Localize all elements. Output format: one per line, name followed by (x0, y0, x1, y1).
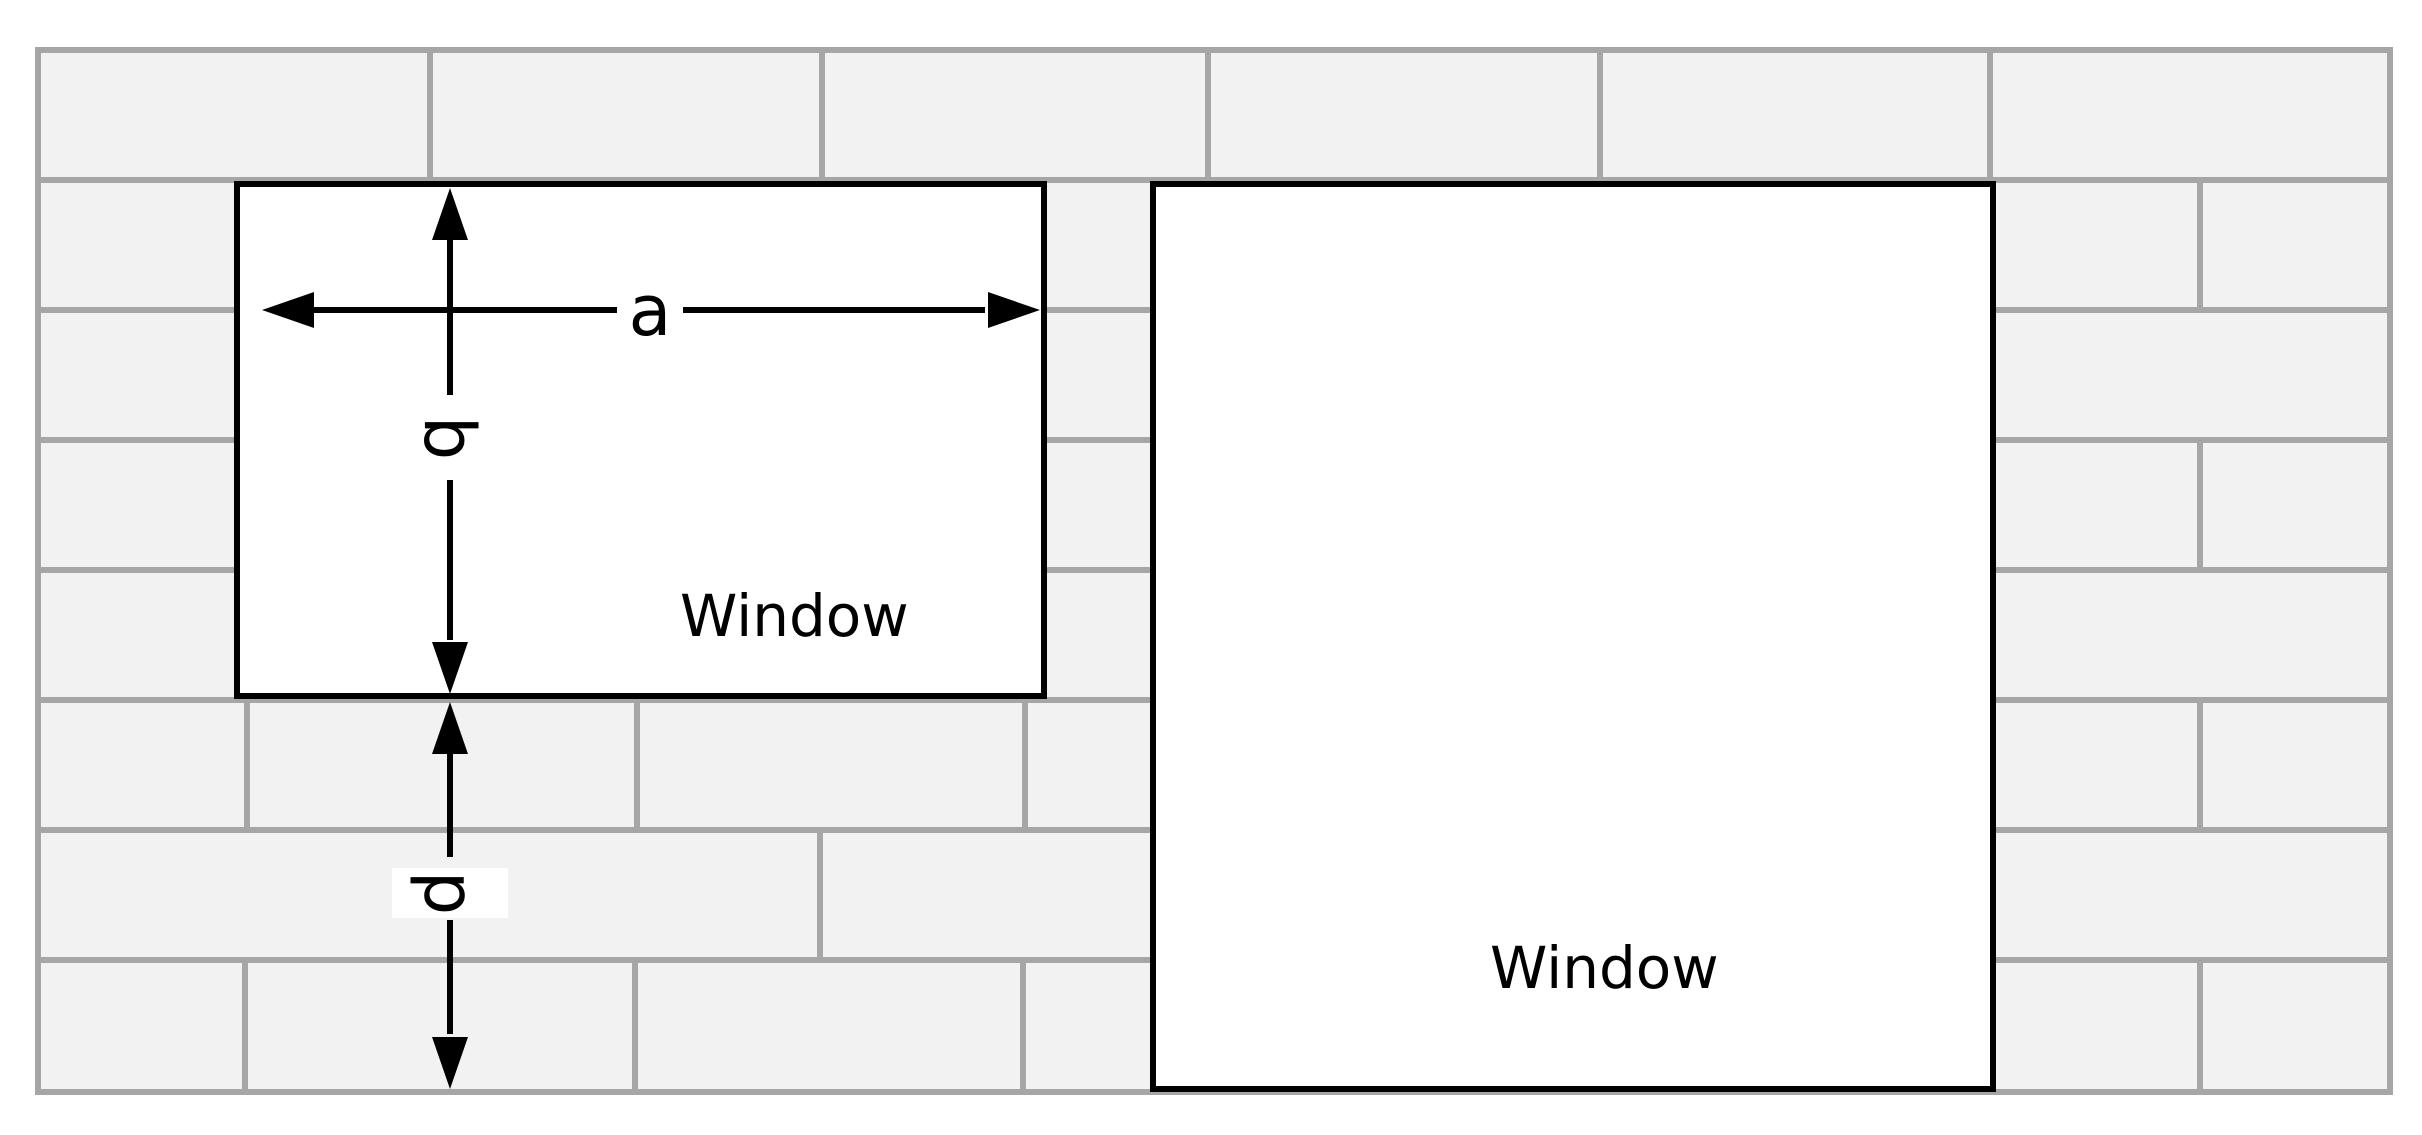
brick (819, 47, 1211, 183)
dimension-height-arrow-top (432, 188, 468, 240)
window-left-frame (234, 181, 1047, 699)
brick (2197, 697, 2393, 833)
brick (1597, 47, 1993, 183)
dimension-height-label: b (408, 416, 490, 460)
brick (427, 47, 825, 183)
window-right: Window (1150, 181, 1996, 1092)
dimension-width-arrow-right (988, 292, 1040, 328)
dimension-sill-label-background (392, 868, 508, 918)
dimension-width-arrow-left (262, 292, 314, 328)
brick (632, 957, 1026, 1095)
brick (35, 697, 250, 833)
window-right-label: Window (1490, 934, 1719, 1002)
dimension-height: b (408, 188, 490, 694)
brick (1205, 47, 1603, 183)
dimension-sill-label: p (408, 871, 490, 915)
brick (35, 957, 248, 1095)
dimension-height-arrow-bottom (432, 642, 468, 694)
brick (242, 957, 638, 1095)
window-right-frame (1150, 181, 1996, 1092)
dimension-width-label: a (629, 270, 672, 352)
brick (2197, 437, 2393, 573)
brick (634, 697, 1028, 833)
dimension-sill-arrow-top (432, 702, 468, 754)
brick (2197, 957, 2393, 1095)
dimension-sill: p (392, 702, 508, 1089)
window-left: Window (234, 181, 1047, 699)
brick (1987, 47, 2393, 183)
brick (35, 47, 433, 183)
window-left-label: Window (680, 582, 909, 650)
dimension-width: a (262, 270, 1040, 352)
brick (2197, 177, 2393, 313)
brick (244, 697, 640, 833)
dimension-sill-arrow-bottom (432, 1037, 468, 1089)
